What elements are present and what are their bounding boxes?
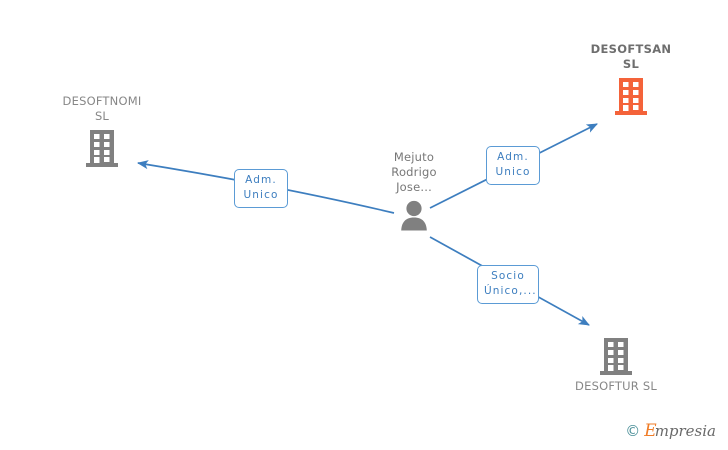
brand-wordmark: E mpresia: [644, 423, 716, 440]
building-icon: [615, 78, 647, 115]
node-desoftsan-label: DESOFTSAN SL: [590, 42, 672, 71]
node-person[interactable]: Mejuto Rodrigo Jose...: [344, 150, 484, 231]
edge-label-socio-unico-desoftur[interactable]: Socio Único,...: [477, 265, 539, 304]
node-person-label: Mejuto Rodrigo Jose...: [391, 150, 437, 194]
watermark: © E mpresia: [625, 423, 716, 440]
node-desoftur-label: DESOFTUR SL: [575, 379, 657, 393]
edge-label-adm-unico-desoftnomi[interactable]: Adm. Unico: [234, 169, 288, 208]
node-desoftur[interactable]: DESOFTUR SL: [536, 331, 696, 394]
edge-label-adm-unico-desoftsan[interactable]: Adm. Unico: [486, 146, 540, 185]
node-desoftsan[interactable]: DESOFTSAN SL: [551, 42, 711, 116]
node-desoftnomi-label: DESOFTNOMI SL: [62, 94, 142, 123]
building-icon: [600, 338, 632, 375]
copyright-icon: ©: [625, 422, 641, 440]
person-icon: [401, 200, 427, 231]
brand-rest: mpresia: [654, 422, 716, 440]
building-icon: [86, 130, 118, 167]
brand-initial: E: [644, 421, 657, 441]
node-desoftnomi[interactable]: DESOFTNOMI SL: [22, 94, 182, 168]
